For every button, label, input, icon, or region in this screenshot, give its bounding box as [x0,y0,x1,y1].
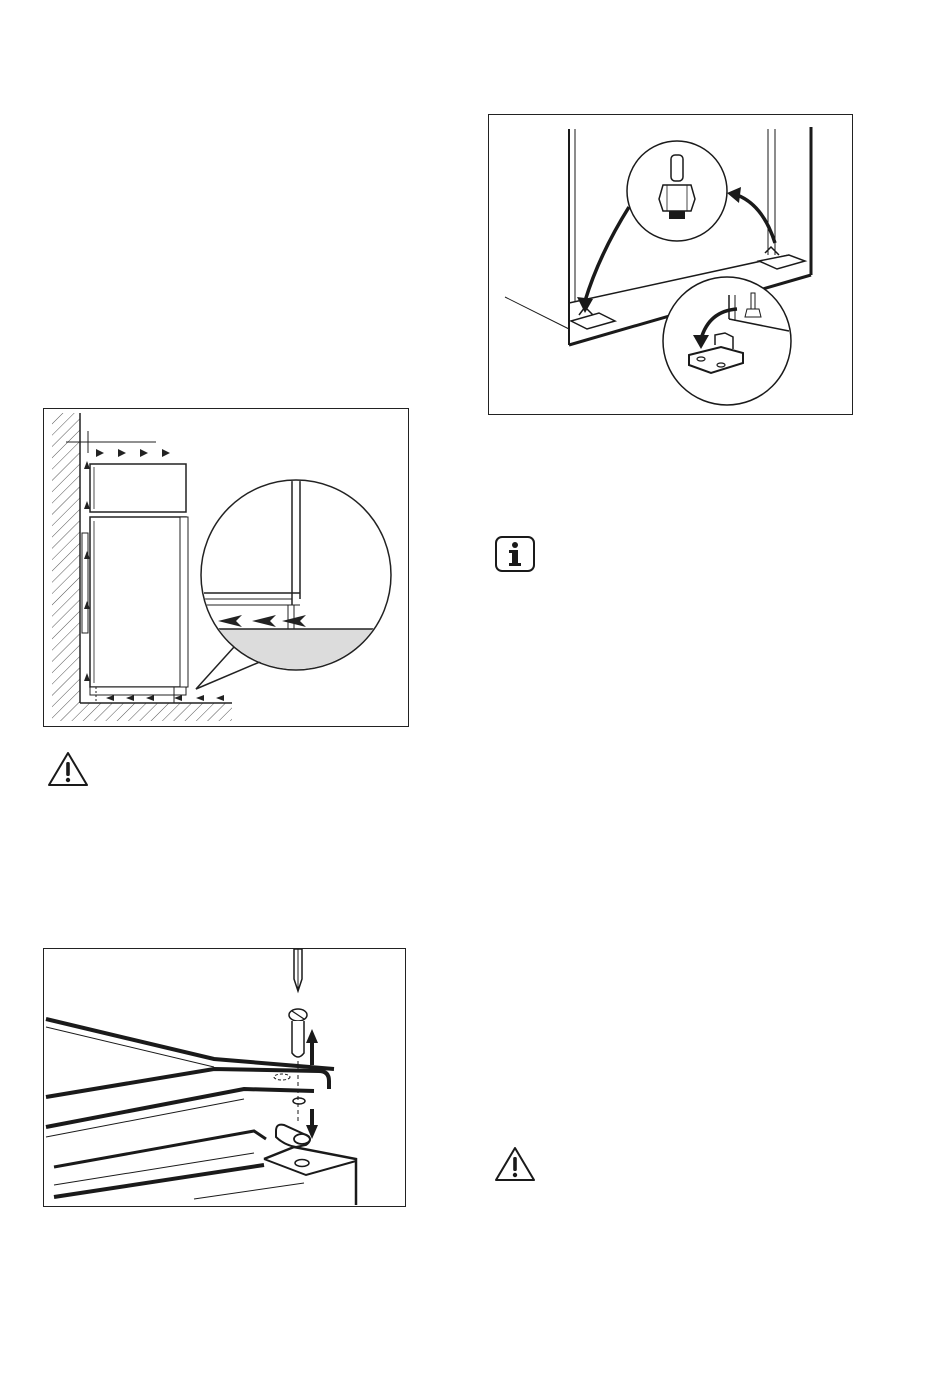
info-notice [494,535,536,577]
door-hinge-screw-diagram-icon [44,949,405,1206]
warning-triangle-icon [493,1145,537,1183]
door-pins-diagram [488,114,853,415]
refrigerator-ventilation-diagram-icon [44,409,408,726]
warning-notice-1 [46,750,90,792]
ventilation-diagram [43,408,409,727]
info-icon [494,535,536,573]
warning-triangle-icon [46,750,90,788]
door-pin-swap-diagram-icon [489,115,852,414]
warning-notice-2 [493,1145,537,1187]
hinge-screw-diagram [43,948,406,1207]
